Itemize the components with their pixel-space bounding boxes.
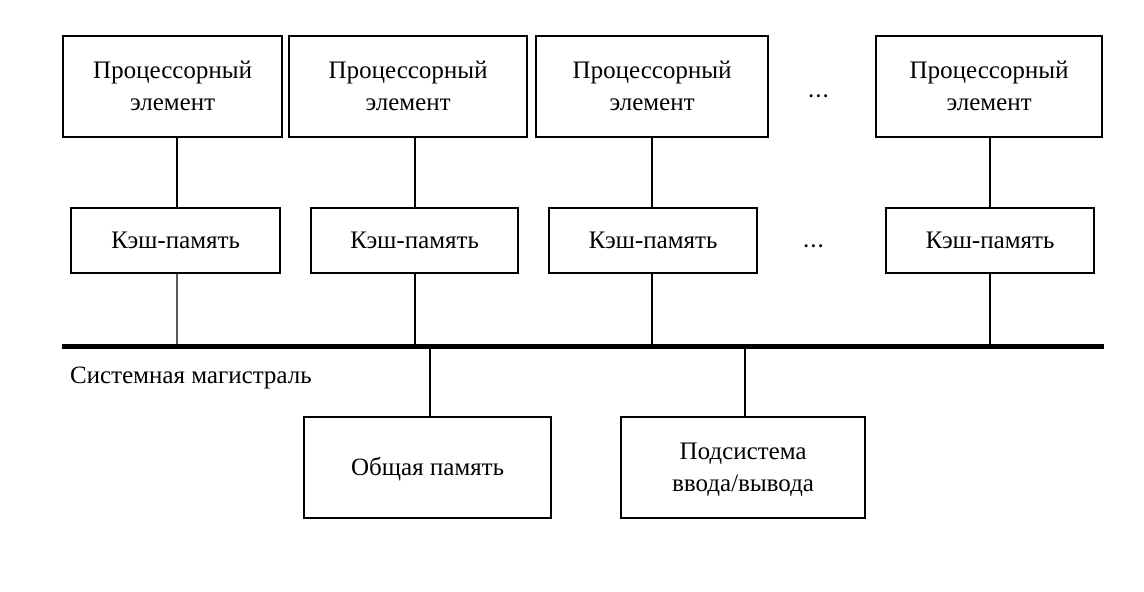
system-bus-caption: Системная магистраль [70, 362, 312, 389]
connector-pe1-to-cache1 [176, 137, 178, 208]
cache-memory-label-1: Кэш-память [111, 226, 240, 254]
processing-element-label-2: Процессорный элемент [328, 56, 488, 116]
io-subsystem-label: Подсистема ввода/вывода [672, 437, 814, 497]
cache-memory-label-2: Кэш-память [350, 226, 479, 254]
cache-memory-box-3[interactable]: Кэш-память [548, 207, 758, 274]
cache-memory-box-4[interactable]: Кэш-память [885, 207, 1095, 274]
processing-element-box-1[interactable]: Процессорный элемент [62, 35, 283, 138]
processing-element-box-4[interactable]: Процессорный элемент [875, 35, 1103, 138]
processing-element-label-3: Процессорный элемент [572, 56, 732, 116]
connector-cache2-to-bus [414, 273, 416, 347]
processing-element-label-1: Процессорный элемент [93, 56, 252, 116]
connector-cache4-to-bus [989, 273, 991, 347]
shared-memory-label: Общая память [351, 453, 504, 481]
system-bus-line [62, 344, 1104, 349]
cache-row-ellipsis: ... [803, 226, 825, 253]
processing-row-ellipsis: ... [808, 76, 830, 103]
connector-pe4-to-cache4 [989, 137, 991, 208]
connector-pe3-to-cache3 [651, 137, 653, 208]
connector-cache1-to-bus [176, 273, 178, 347]
cache-memory-box-2[interactable]: Кэш-память [310, 207, 519, 274]
cache-memory-box-1[interactable]: Кэш-память [70, 207, 281, 274]
connector-cache3-to-bus [651, 273, 653, 347]
processing-element-box-2[interactable]: Процессорный элемент [288, 35, 528, 138]
cache-memory-label-3: Кэш-память [588, 226, 718, 254]
processing-element-box-3[interactable]: Процессорный элемент [535, 35, 769, 138]
cache-memory-label-4: Кэш-память [925, 226, 1055, 254]
shared-memory-box[interactable]: Общая память [303, 416, 552, 519]
io-subsystem-box[interactable]: Подсистема ввода/вывода [620, 416, 866, 519]
processing-element-label-4: Процессорный элемент [909, 56, 1069, 116]
connector-bus-to-shared-memory [429, 347, 431, 417]
connector-pe2-to-cache2 [414, 137, 416, 208]
connector-bus-to-io-subsystem [744, 347, 746, 417]
